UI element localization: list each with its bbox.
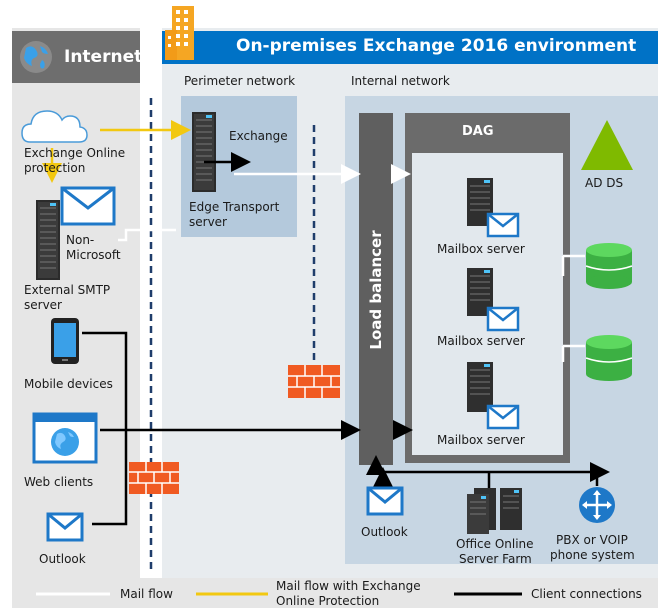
non-microsoft-mail-icon (60, 186, 116, 226)
globe-icon (20, 41, 52, 73)
nonms-label-line2: Microsoft (66, 248, 121, 262)
legend-bar (12, 578, 658, 608)
onprem-title: On-premises Exchange 2016 environment (236, 36, 637, 56)
pbx-label-line1: PBX or VOIP (556, 533, 628, 547)
legend-mail-flow-label: Mail flow (120, 587, 173, 601)
firewall-icon-left (129, 462, 179, 494)
mailbox-server-label-1: Mailbox server (437, 242, 525, 256)
mailbox-server-icon-3 (467, 362, 520, 430)
nonms-label-line1: Non- (66, 233, 95, 247)
mobile-outlook-connection (82, 331, 128, 526)
oos-label-line1: Office Online (456, 537, 534, 551)
outlook-internal-icon (366, 486, 404, 516)
database-icon-1 (561, 243, 633, 289)
ext-smtp-label-line2: server (24, 298, 62, 312)
pbx-voip-icon (579, 487, 615, 523)
outlook-internal-label: Outlook (361, 525, 408, 539)
external-smtp-server-icon (36, 200, 60, 280)
mailbox-server-label-2: Mailbox server (437, 334, 525, 348)
perimeter-network-label: Perimeter network (184, 74, 296, 88)
mailbox-server-label-3: Mailbox server (437, 433, 525, 447)
nonms-mail-flow (118, 228, 176, 242)
cloud-icon (21, 110, 88, 143)
web-clients-label: Web clients (24, 475, 94, 489)
firewall-icon-right (288, 365, 340, 398)
legend-client-conn-label: Client connections (531, 587, 642, 601)
edge-exchange-label: Exchange (229, 129, 288, 143)
edge-transport-label-line1: Edge Transport (189, 200, 280, 214)
onprem-header (162, 31, 658, 64)
pbx-label-line2: phone system (550, 548, 635, 562)
edge-transport-server-icon (192, 112, 216, 192)
ad-ds-label: AD DS (585, 176, 624, 190)
ext-smtp-label-line1: External SMTP (24, 283, 111, 297)
ad-ds-icon (581, 120, 633, 170)
office-online-server-farm-icon (467, 488, 522, 534)
mobile-device-icon (51, 318, 79, 364)
dag-label: DAG (462, 124, 494, 139)
lb-bus-connection (374, 462, 610, 482)
edge-transport-label-line2: server (189, 215, 227, 229)
oos-label-line2: Server Farm (459, 552, 532, 566)
eop-label-line1: Exchange Online (24, 146, 126, 160)
legend-eop-flow-label-line1: Mail flow with Exchange (276, 579, 421, 593)
database-icon-2 (561, 335, 633, 381)
load-balancer-label: Load balancer (367, 230, 385, 350)
eop-label-line2: protection (24, 161, 86, 175)
outlook-external-icon (46, 512, 84, 542)
outlook-external-label: Outlook (39, 552, 86, 566)
mailbox-server-icon-1 (467, 178, 520, 238)
load-balancer-bar (359, 113, 393, 465)
mailbox-server-icon-2 (467, 268, 520, 332)
legend-eop-flow-label-line2: Online Protection (276, 594, 380, 608)
building-icon (165, 6, 194, 60)
internet-title: Internet (64, 47, 143, 67)
web-client-icon (32, 412, 98, 464)
mobile-devices-label: Mobile devices (24, 377, 113, 391)
internal-network-label: Internal network (351, 74, 450, 88)
